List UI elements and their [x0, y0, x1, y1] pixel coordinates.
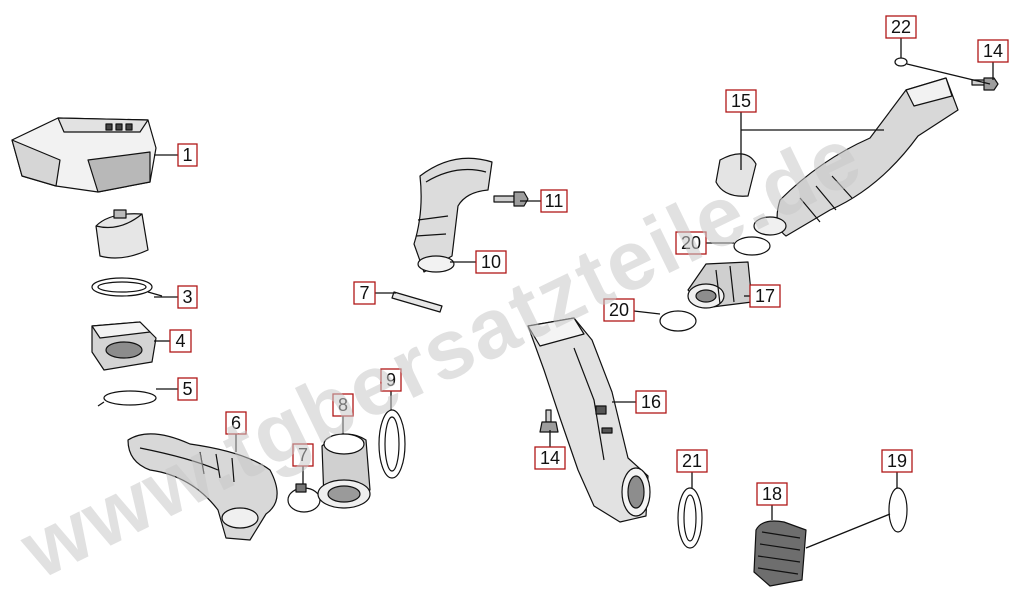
callout-9: 9	[380, 368, 402, 392]
callout-7-lower: 7	[292, 443, 314, 467]
callout-14-lower: 14	[534, 446, 566, 470]
part-14-bolt-upper	[971, 77, 999, 91]
part-duct-snorkel	[95, 209, 149, 259]
svg-text:19: 19	[887, 451, 907, 471]
part-9-gasket	[378, 409, 406, 479]
part-16-main-duct	[527, 317, 651, 523]
callout-11: 11	[540, 189, 568, 213]
callout-19: 19	[881, 449, 913, 473]
svg-text:21: 21	[682, 451, 702, 471]
part-21-gasket	[677, 487, 703, 549]
callout-8: 8	[332, 393, 354, 417]
callout-20-upper: 20	[675, 231, 707, 255]
part-3-clamp-ring	[91, 277, 163, 297]
svg-text:9: 9	[386, 370, 396, 390]
part-20-clamp-lower	[659, 310, 697, 332]
part-4-boot	[91, 321, 157, 371]
callout-6: 6	[225, 411, 247, 435]
callout-22: 22	[885, 15, 917, 39]
callout-4: 4	[169, 329, 192, 353]
svg-text:11: 11	[545, 191, 564, 211]
svg-text:6: 6	[231, 413, 241, 433]
svg-text:3: 3	[182, 287, 192, 307]
part-18-filter	[753, 520, 807, 587]
svg-text:1: 1	[182, 145, 192, 165]
callout-14-upper: 14	[977, 39, 1009, 63]
leader-lines	[154, 38, 994, 549]
svg-text:20: 20	[681, 233, 701, 253]
svg-text:18: 18	[762, 484, 782, 504]
callout-5: 5	[177, 377, 198, 401]
callout-16: 16	[635, 390, 667, 414]
svg-text:5: 5	[182, 379, 192, 399]
svg-text:14: 14	[540, 448, 560, 468]
callout-17: 17	[749, 284, 781, 308]
svg-text:14: 14	[983, 41, 1003, 61]
part-7-clamp-lower	[287, 483, 321, 513]
part-6-hose	[127, 433, 278, 541]
part-1-airbox	[11, 117, 157, 193]
callout-10: 10	[475, 250, 507, 274]
part-20-clamp-upper	[733, 236, 771, 256]
svg-text:16: 16	[641, 392, 661, 412]
svg-text:17: 17	[755, 286, 775, 306]
svg-text:10: 10	[481, 252, 501, 272]
svg-text:4: 4	[175, 331, 185, 351]
part-7-clip-upper	[391, 291, 443, 313]
svg-text:15: 15	[731, 91, 751, 111]
part-15-intake-duct	[715, 77, 959, 237]
callouts: 1 3 4 5 6 7 7 8 9 10 11 14 14 15 16 17 1…	[169, 15, 1009, 506]
callout-3: 3	[177, 285, 198, 309]
callout-7-upper: 7	[353, 281, 376, 305]
part-11-bolt	[493, 191, 529, 207]
callout-20-lower: 20	[603, 298, 635, 322]
part-5-gasket	[97, 390, 157, 407]
svg-text:8: 8	[338, 395, 348, 415]
callout-21: 21	[676, 449, 708, 473]
callout-1: 1	[177, 143, 198, 167]
callout-18: 18	[756, 482, 788, 506]
part-8-connector	[317, 433, 371, 509]
part-22-washer	[894, 57, 908, 67]
svg-text:7: 7	[359, 283, 369, 303]
part-19-gasket	[888, 487, 908, 533]
part-17-coupler	[687, 261, 753, 309]
svg-text:7: 7	[298, 445, 308, 465]
svg-text:20: 20	[609, 300, 629, 320]
callout-15: 15	[725, 89, 757, 113]
part-14-bolt-lower	[539, 409, 559, 433]
svg-text:22: 22	[891, 17, 911, 37]
part-10-duct	[413, 157, 493, 273]
